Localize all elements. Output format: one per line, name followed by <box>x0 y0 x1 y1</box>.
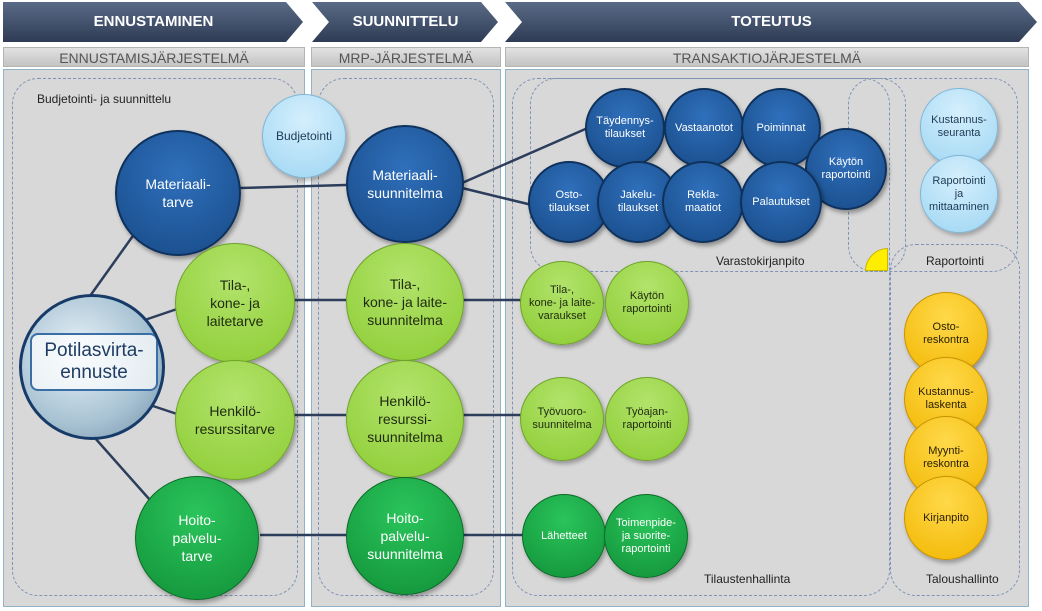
facility-need-node: Tila-, kone- ja laitetarve <box>175 243 295 363</box>
financial-label: Taloushallinto <box>926 572 999 586</box>
forecasting-system-header: ENNUSTAMISJÄRJESTELMÄ <box>3 47 305 67</box>
phase-forecasting-arrow: ENNUSTAMINEN <box>3 2 304 42</box>
reporting-measuring-node: Raportointi ja mittaaminen <box>920 155 998 233</box>
order-management-area <box>512 78 890 596</box>
complaints-node: Rekla- maatiot <box>662 161 744 243</box>
facility-reservations-node: Tila-, kone- ja laite- varaukset <box>520 261 604 345</box>
returns-node: Palautukset <box>740 161 822 243</box>
phase-execution-arrow: TOTEUTUS <box>505 2 1038 42</box>
facility-plan-node: Tila-, kone- ja laite- suunnitelma <box>346 243 464 361</box>
material-plan-node: Materiaali- suunnitelma <box>346 125 464 243</box>
patient-forecast-node: Potilasvirta- ennuste <box>19 294 165 440</box>
financial-area <box>890 244 1020 596</box>
budgeting-planning-label: Budjetointi- ja suunnittelu <box>37 92 172 106</box>
budgeting-area <box>12 78 298 596</box>
inventory-label: Varastokirjanpito <box>716 254 805 268</box>
staff-plan-node: Henkilö- resurssi- suunnitelma <box>346 360 464 478</box>
care-plan-node: Hoito- palvelu- suunnitelma <box>346 477 464 595</box>
purchase-orders-node: Osto- tilaukset <box>528 161 610 243</box>
arrow-shape <box>505 2 1037 42</box>
arrow-shape <box>312 2 498 42</box>
referrals-node: Lähetteet <box>522 494 606 578</box>
phase-forecasting-label: ENNUSTAMINEN <box>93 13 214 30</box>
cost-monitoring-node: Kustannus- seuranta <box>920 88 998 166</box>
procedure-reporting-node: Toimenpide- ja suorite- raportointi <box>604 494 688 578</box>
replenishment-orders-node: Täydennys- tilaukset <box>585 88 665 168</box>
order-management-label: Tilaustenhallinta <box>704 572 791 586</box>
budgeting-node: Budjetointi <box>262 94 346 178</box>
arrow-shape <box>3 2 303 42</box>
facility-usage-reporting-node: Käytön raportointi <box>605 261 689 345</box>
reporting-label: Raportointi <box>926 254 985 268</box>
phase-planning-arrow: SUUNNITTELU <box>312 2 499 42</box>
accounts-payable-node: Osto- reskontra <box>904 292 988 376</box>
receipts-node: Vastaanotot <box>664 88 744 168</box>
mrp-system-header: MRP-JÄRJESTELMÄ <box>311 47 501 67</box>
phase-execution-label: TOTEUTUS <box>731 13 812 30</box>
material-need-node: Materiaali- tarve <box>115 130 241 256</box>
mrp-area <box>318 78 494 596</box>
phase-planning-label: SUUNNITTELU <box>352 13 459 30</box>
bookkeeping-node: Kirjanpito <box>904 476 988 560</box>
shift-plan-node: Työvuoro- suunnitelma <box>520 377 604 461</box>
care-need-node: Hoito- palvelu- tarve <box>135 476 259 600</box>
staff-need-node: Henkilö- resurssitarve <box>175 360 295 480</box>
patient-forecast-label: Potilasvirta- ennuste <box>30 333 158 391</box>
transaction-system-header: TRANSAKTIOJÄRJESTELMÄ <box>505 47 1029 67</box>
worktime-reporting-node: Työajan- raportointi <box>605 377 689 461</box>
